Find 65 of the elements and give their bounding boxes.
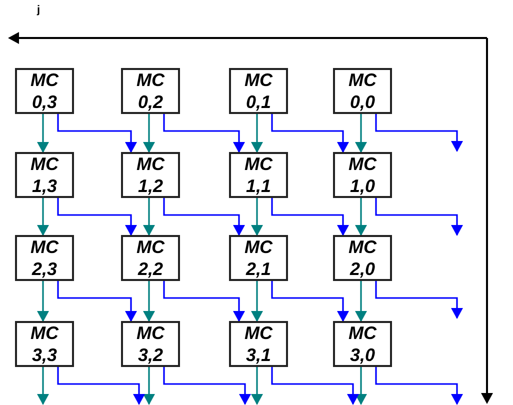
arrow [251, 114, 263, 153]
axis-label: j [37, 4, 40, 16]
arrow [375, 367, 463, 405]
mc-box [333, 152, 392, 198]
arrow [37, 114, 49, 153]
arrow [143, 367, 155, 405]
mc-label: MC 3,3 [30, 322, 58, 366]
arrow [251, 367, 263, 405]
mc-box [333, 321, 392, 367]
arrow [251, 281, 263, 322]
mc-label: MC 2,0 [348, 236, 376, 280]
mc-box [121, 68, 180, 114]
arrow [251, 198, 263, 236]
mc-box [229, 68, 288, 114]
mc-box [121, 321, 180, 367]
mc-box [121, 152, 180, 198]
arrow [163, 281, 245, 322]
mc-label: MC 0,1 [244, 69, 272, 113]
mc-box [229, 152, 288, 198]
mc-box [121, 235, 180, 281]
arrow [57, 198, 137, 236]
mc-box [333, 235, 392, 281]
arrow [355, 367, 367, 405]
arrow [57, 367, 145, 405]
arrow [163, 367, 251, 405]
mc-box [15, 68, 74, 114]
arrow [57, 114, 137, 153]
mc-box [15, 321, 74, 367]
mc-label: MC 2,1 [244, 236, 272, 280]
arrow [375, 114, 463, 152]
arrow [355, 114, 367, 153]
mc-label: MC 3,1 [244, 322, 272, 366]
arrow [37, 198, 49, 236]
mc-label: MC 1,3 [30, 153, 58, 197]
arrow [163, 114, 245, 153]
arrow [271, 198, 349, 236]
arrow [355, 198, 367, 236]
mc-label: MC 3,2 [136, 322, 164, 366]
arrow [143, 198, 155, 236]
mc-label: MC 2,3 [30, 236, 58, 280]
arrow [375, 281, 463, 319]
mc-label: MC 0,0 [348, 69, 376, 113]
mc-label: MC 0,2 [136, 69, 164, 113]
mc-box [333, 68, 392, 114]
arrow [37, 281, 49, 322]
arrow [375, 198, 463, 236]
mc-box [229, 321, 288, 367]
arrow [271, 281, 349, 322]
arrow [143, 114, 155, 153]
arrow [57, 281, 137, 322]
arrow [355, 281, 367, 322]
arrow [143, 281, 155, 322]
mc-label: MC 1,1 [244, 153, 272, 197]
arrow [271, 367, 359, 405]
arrow [37, 367, 49, 405]
mc-label: MC 0,3 [30, 69, 58, 113]
mc-box [229, 235, 288, 281]
mc-label: MC 2,2 [136, 236, 164, 280]
mc-box [15, 235, 74, 281]
arrow [163, 198, 245, 236]
mc-label: MC 3,0 [348, 322, 376, 366]
mc-label: MC 1,0 [348, 153, 376, 197]
arrow [271, 114, 349, 153]
mc-label: MC 1,2 [136, 153, 164, 197]
mc-box [15, 152, 74, 198]
